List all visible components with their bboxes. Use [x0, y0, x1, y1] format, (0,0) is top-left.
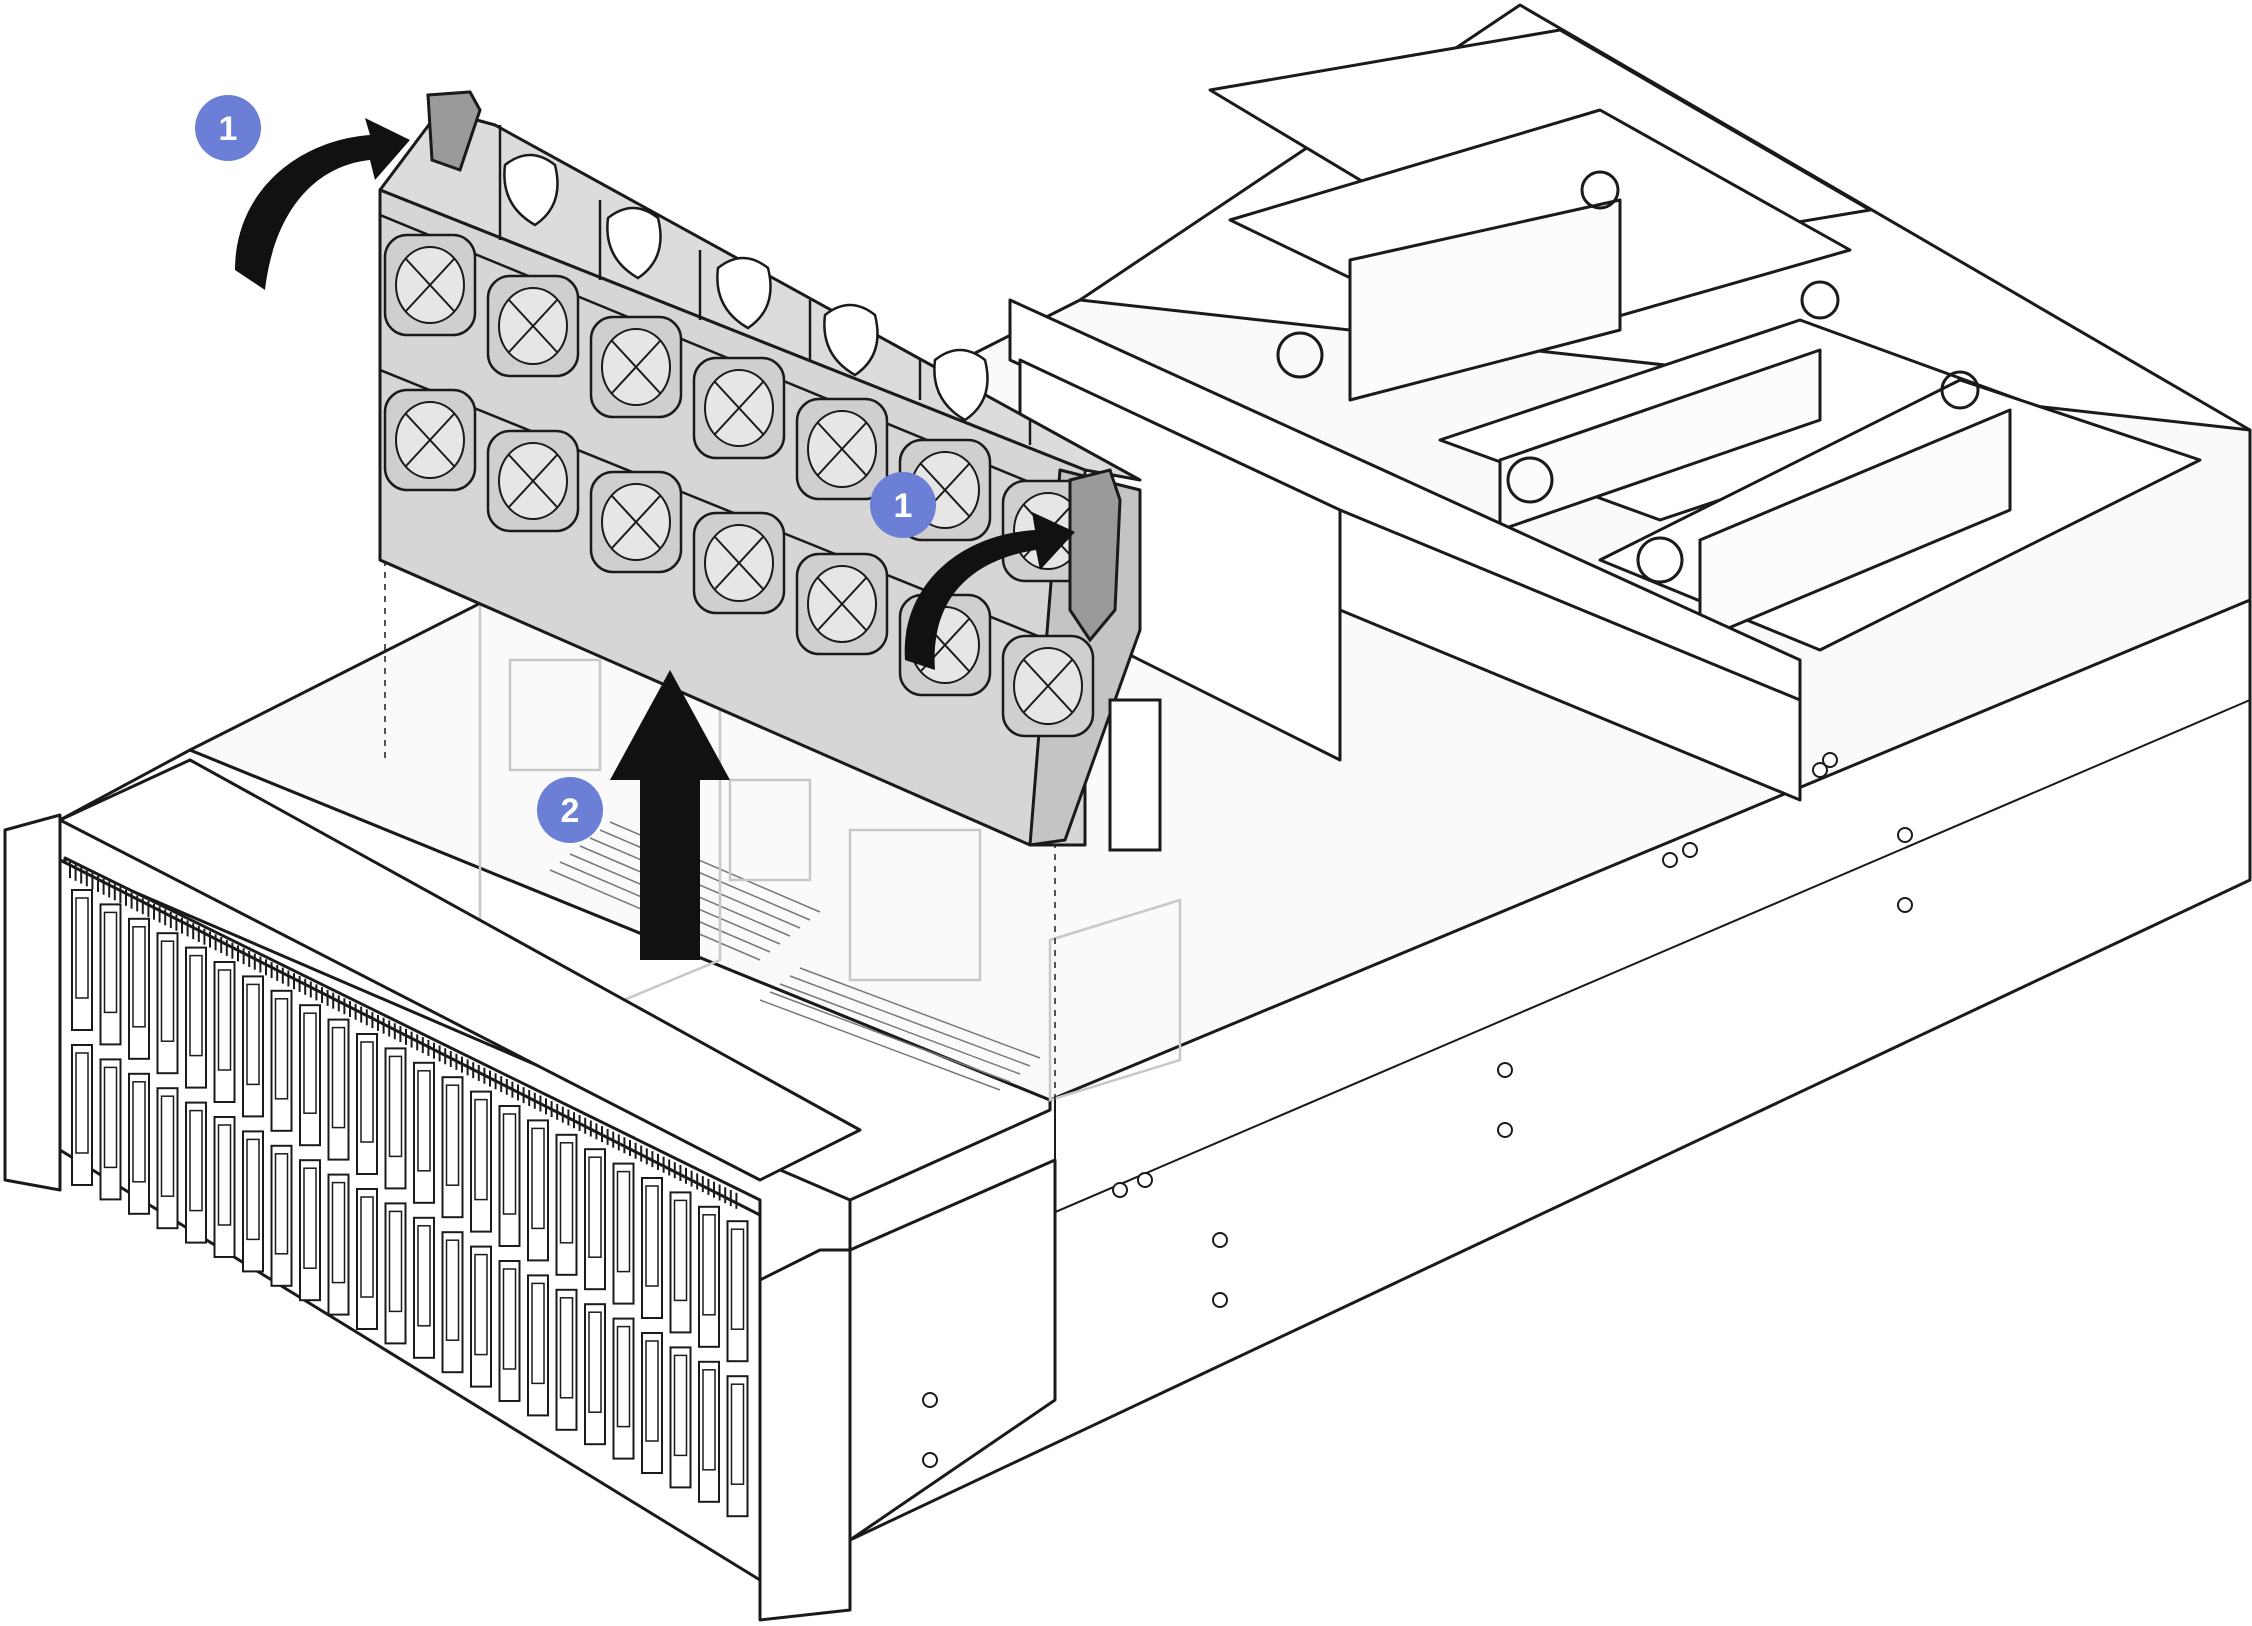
drive-handle	[445, 1084, 460, 1186]
drive-handle	[531, 1127, 545, 1230]
drive-handle	[474, 1098, 488, 1201]
drive-handle	[474, 1253, 488, 1356]
fan-grille	[589, 315, 683, 419]
fan-grille	[486, 274, 580, 378]
drive-handle	[730, 1383, 745, 1485]
drive-handle	[616, 1170, 631, 1273]
right-rack-ear	[758, 1248, 852, 1622]
drive-handle	[75, 1052, 89, 1154]
drive-handle	[645, 1185, 659, 1287]
fan-grille	[692, 356, 786, 460]
drive-handle	[274, 1153, 289, 1255]
fan-grille	[383, 233, 477, 337]
drive-handle	[274, 998, 289, 1100]
rotate-arrow-left	[235, 118, 410, 290]
drive-handle	[331, 1181, 346, 1284]
fan-grille	[383, 388, 477, 492]
right-release-latch[interactable]	[1068, 468, 1122, 643]
drive-handle	[445, 1239, 460, 1341]
drive-handle	[417, 1225, 431, 1327]
callout-step-1-right: 1	[870, 472, 936, 538]
fan-cage-latches[interactable]	[426, 90, 1162, 852]
lift-arrow	[610, 670, 730, 960]
fan-grilles	[383, 233, 1095, 738]
callout-label: 1	[219, 110, 238, 148]
top-fan-guards	[503, 153, 989, 422]
drive-handle	[360, 1041, 374, 1143]
fan-grille	[795, 397, 889, 501]
drive-handle	[730, 1228, 745, 1330]
left-release-latch[interactable]	[426, 90, 482, 172]
drive-handle	[417, 1070, 431, 1172]
drive-handle	[246, 1138, 260, 1241]
drive-handle	[132, 1081, 146, 1183]
left-rack-ear	[3, 813, 62, 1192]
drive-handle	[588, 1156, 602, 1258]
drive-handle	[189, 1109, 203, 1212]
drive-handle	[132, 926, 146, 1028]
riser-cages	[1008, 28, 2202, 802]
drive-handle	[502, 1268, 517, 1370]
drive-handle	[160, 1095, 175, 1197]
drive-handle	[160, 940, 175, 1042]
drive-handle	[645, 1340, 659, 1442]
drive-handle	[103, 1066, 118, 1169]
drive-handle	[388, 1055, 403, 1158]
right-bracket	[1108, 698, 1162, 852]
fan-grille	[795, 552, 889, 656]
drive-handle	[388, 1210, 403, 1313]
drive-handle	[702, 1369, 716, 1471]
drive-handle	[360, 1196, 374, 1298]
drive-handle	[502, 1113, 517, 1215]
drive-handle	[303, 1167, 317, 1269]
drive-handle	[559, 1297, 574, 1399]
alignment-guides	[384, 560, 1056, 1110]
callout-step-2: 2	[537, 777, 603, 843]
drive-handle	[189, 954, 203, 1057]
rotate-arrow-right	[904, 512, 1075, 670]
drive-handle	[103, 911, 118, 1014]
drive-handle	[331, 1026, 346, 1129]
fan-grille	[1001, 634, 1095, 738]
drive-handle	[303, 1012, 317, 1114]
callout-step-1-left: 1	[195, 95, 261, 161]
fan-grille	[486, 429, 580, 533]
drive-bay-grid	[71, 889, 749, 1518]
drive-handle	[588, 1311, 602, 1413]
fan-grille	[589, 470, 683, 574]
drive-handle	[217, 1124, 232, 1226]
motion-arrows	[235, 118, 1075, 960]
drive-handle	[559, 1142, 574, 1244]
chassis-screw-holes	[922, 752, 1913, 1468]
chassis-top-outline	[1079, 3, 2251, 432]
drive-handle	[75, 897, 89, 999]
drive-handle	[702, 1214, 716, 1316]
drive-handle	[616, 1325, 631, 1428]
drive-handle	[673, 1199, 688, 1302]
drive-handle	[217, 969, 232, 1071]
callout-label: 2	[561, 792, 580, 830]
drive-handle	[531, 1282, 545, 1385]
drive-handle	[246, 983, 260, 1086]
drive-handle	[673, 1354, 688, 1457]
callout-label: 1	[894, 487, 913, 525]
fan-grille	[692, 511, 786, 615]
front-vent-slots	[69, 862, 738, 1209]
